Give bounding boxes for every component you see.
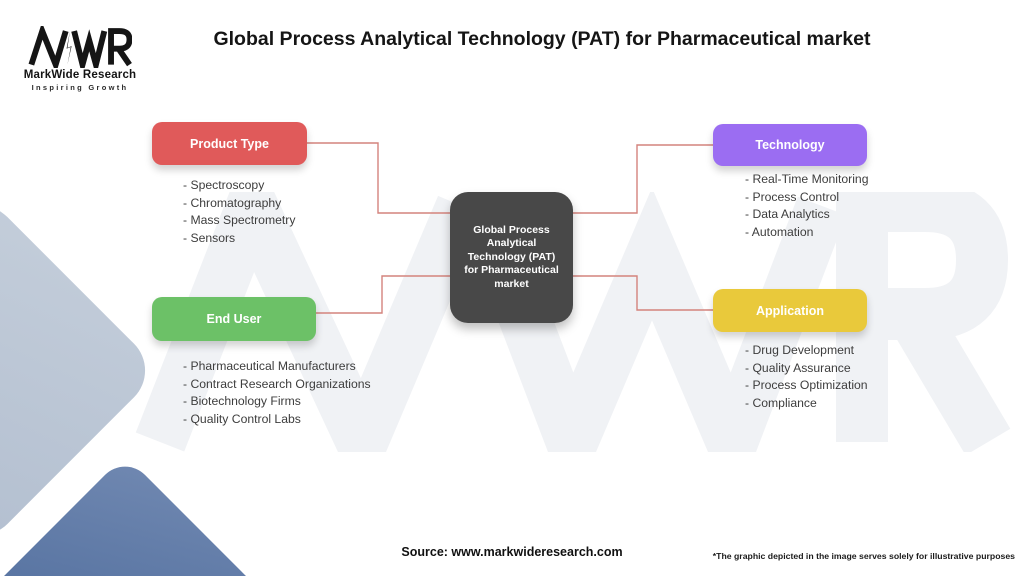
list-item: - Contract Research Organizations <box>183 376 371 391</box>
list-item: - Spectroscopy <box>183 178 265 192</box>
center-node: Global Process Analytical Technology (PA… <box>450 192 573 323</box>
list-item: - Automation <box>745 224 814 239</box>
logo-name: MarkWide Research <box>23 69 137 81</box>
technology-list: - Real-Time Monitoring - Process Control -… <box>745 171 869 241</box>
disclaimer-text: *The graphic depicted in the image serve… <box>712 551 1015 561</box>
application-list: - Drug Development - Quality Assurance - P… <box>745 342 868 412</box>
center-node-label: Global Process Analytical Technology (PA… <box>464 223 559 290</box>
list-item: - Data Analytics <box>745 207 830 222</box>
list-item: - Biotechnology Firms <box>183 394 301 409</box>
logo-tagline: Inspiring Growth <box>31 83 129 92</box>
list-item: - Pharmaceutical Manufacturers <box>183 359 356 373</box>
list-item: - Quality Control Labs <box>183 411 301 426</box>
node-end-user: End User <box>152 297 316 341</box>
list-item: - Quality Assurance <box>745 360 851 375</box>
page-title: Global Process Analytical Technology (PA… <box>213 28 871 50</box>
end-user-list: - Pharmaceutical Manufacturers - Contract… <box>183 358 371 428</box>
list-item: - Compliance <box>745 395 817 410</box>
mwr-monogram-icon <box>28 26 132 68</box>
list-item: - Real-Time Monitoring <box>745 172 869 186</box>
source-text: Source: www.markwideresearch.com <box>401 545 623 559</box>
product-type-list: - Spectroscopy - Chromatography - Mass Spe… <box>183 177 295 247</box>
list-item: - Mass Spectrometry <box>183 213 296 228</box>
list-item: - Process Control <box>745 189 840 204</box>
list-item: - Sensors <box>183 230 236 245</box>
list-item: - Process Optimization <box>745 378 868 393</box>
node-technology: Technology <box>713 124 867 166</box>
node-application: Application <box>713 289 867 332</box>
node-product-type: Product Type <box>152 122 307 165</box>
markwide-logo: MarkWide Research Inspiring Growth <box>16 26 144 92</box>
list-item: - Chromatography <box>183 195 282 210</box>
list-item: - Drug Development <box>745 343 855 357</box>
